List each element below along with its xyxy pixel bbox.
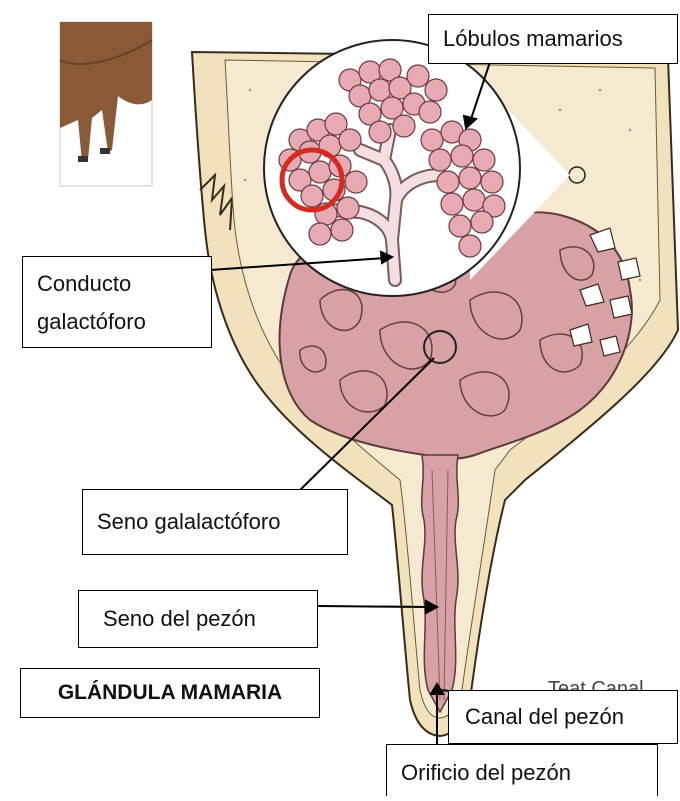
- label-lobulos-mamarios: Lóbulos mamarios: [428, 14, 678, 64]
- label-seno-gala-text: Seno galalactóforo: [97, 490, 347, 554]
- label-lobulos-text: Lóbulos mamarios: [443, 15, 677, 63]
- diagram-title-text: GLÁNDULA MAMARIA: [21, 669, 319, 717]
- label-seno-del-pezon: Seno del pezón: [78, 590, 318, 648]
- label-seno-galalactoforo: Seno galalactóforo: [82, 489, 348, 555]
- label-orificio-text: Orificio del pezón: [401, 745, 657, 801]
- label-conducto-galactoforo: Conducto galactóforo: [22, 256, 212, 348]
- label-orificio-del-pezon: Orificio del pezón: [386, 744, 658, 796]
- label-seno-pezon-text: Seno del pezón: [103, 591, 317, 647]
- tissue-marker-circle: [569, 167, 585, 183]
- diagram-title: GLÁNDULA MAMARIA: [20, 668, 320, 718]
- cow-thumbnail: [60, 22, 152, 186]
- label-conducto-line1: Conducto: [37, 265, 211, 303]
- label-canal-text: Canal del pezón: [465, 691, 677, 743]
- label-conducto-line2: galactóforo: [37, 303, 211, 341]
- label-canal-del-pezon: Canal del pezón: [448, 690, 678, 744]
- teat-cistern: [422, 455, 459, 712]
